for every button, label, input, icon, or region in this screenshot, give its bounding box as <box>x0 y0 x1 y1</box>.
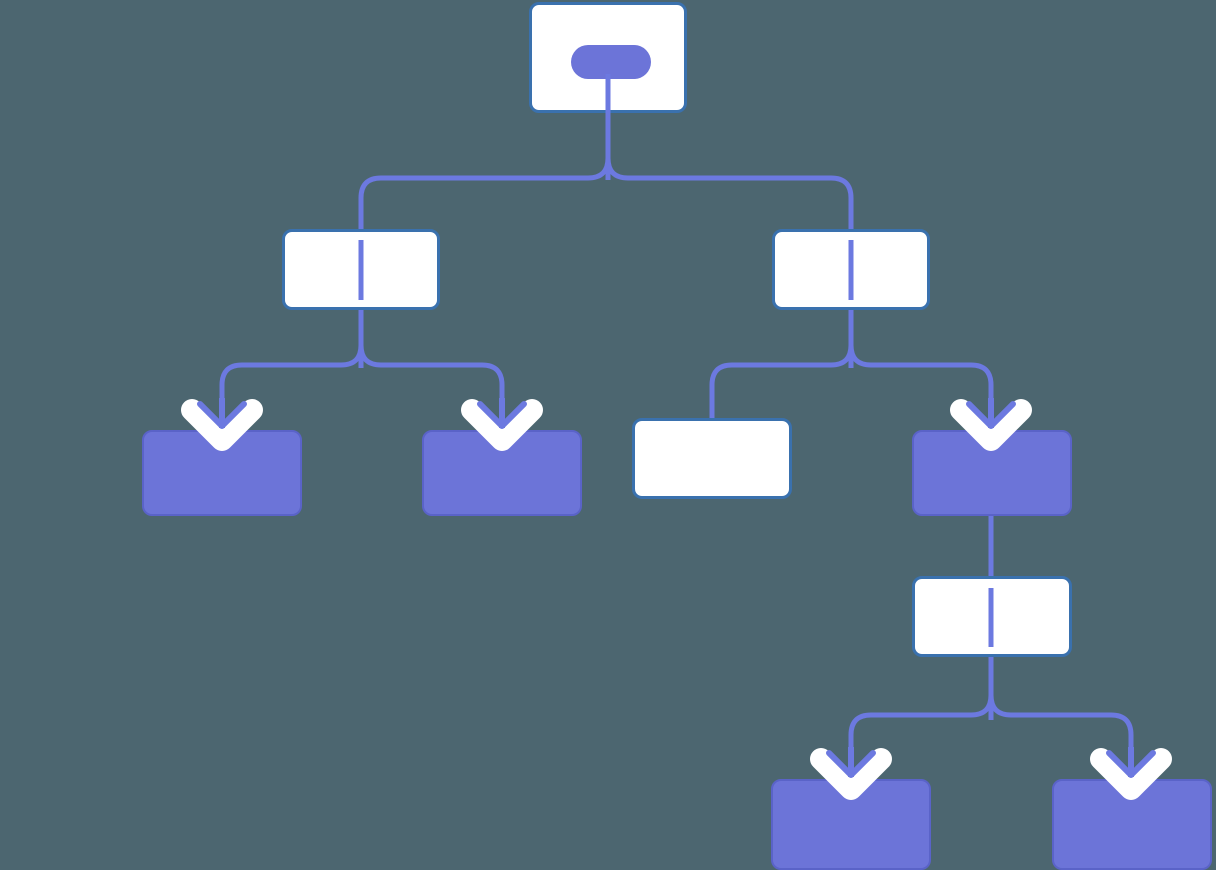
diagram-node-right-branch[interactable] <box>772 229 930 310</box>
diagram-node-leaf-2[interactable] <box>422 430 582 516</box>
diagram-node-leaf-5[interactable] <box>1052 779 1212 870</box>
diagram-node-mid-right[interactable] <box>912 430 1072 516</box>
diagram-node-root[interactable] <box>529 2 687 113</box>
diagram-node-left-branch[interactable] <box>282 229 440 310</box>
diagram-node-sub-branch[interactable] <box>912 576 1072 657</box>
diagram-node-leaf-4[interactable] <box>771 779 931 870</box>
diagram-node-leaf-3[interactable] <box>632 418 792 499</box>
diagram-node-leaf-1[interactable] <box>142 430 302 516</box>
node-pill-badge <box>571 45 651 79</box>
